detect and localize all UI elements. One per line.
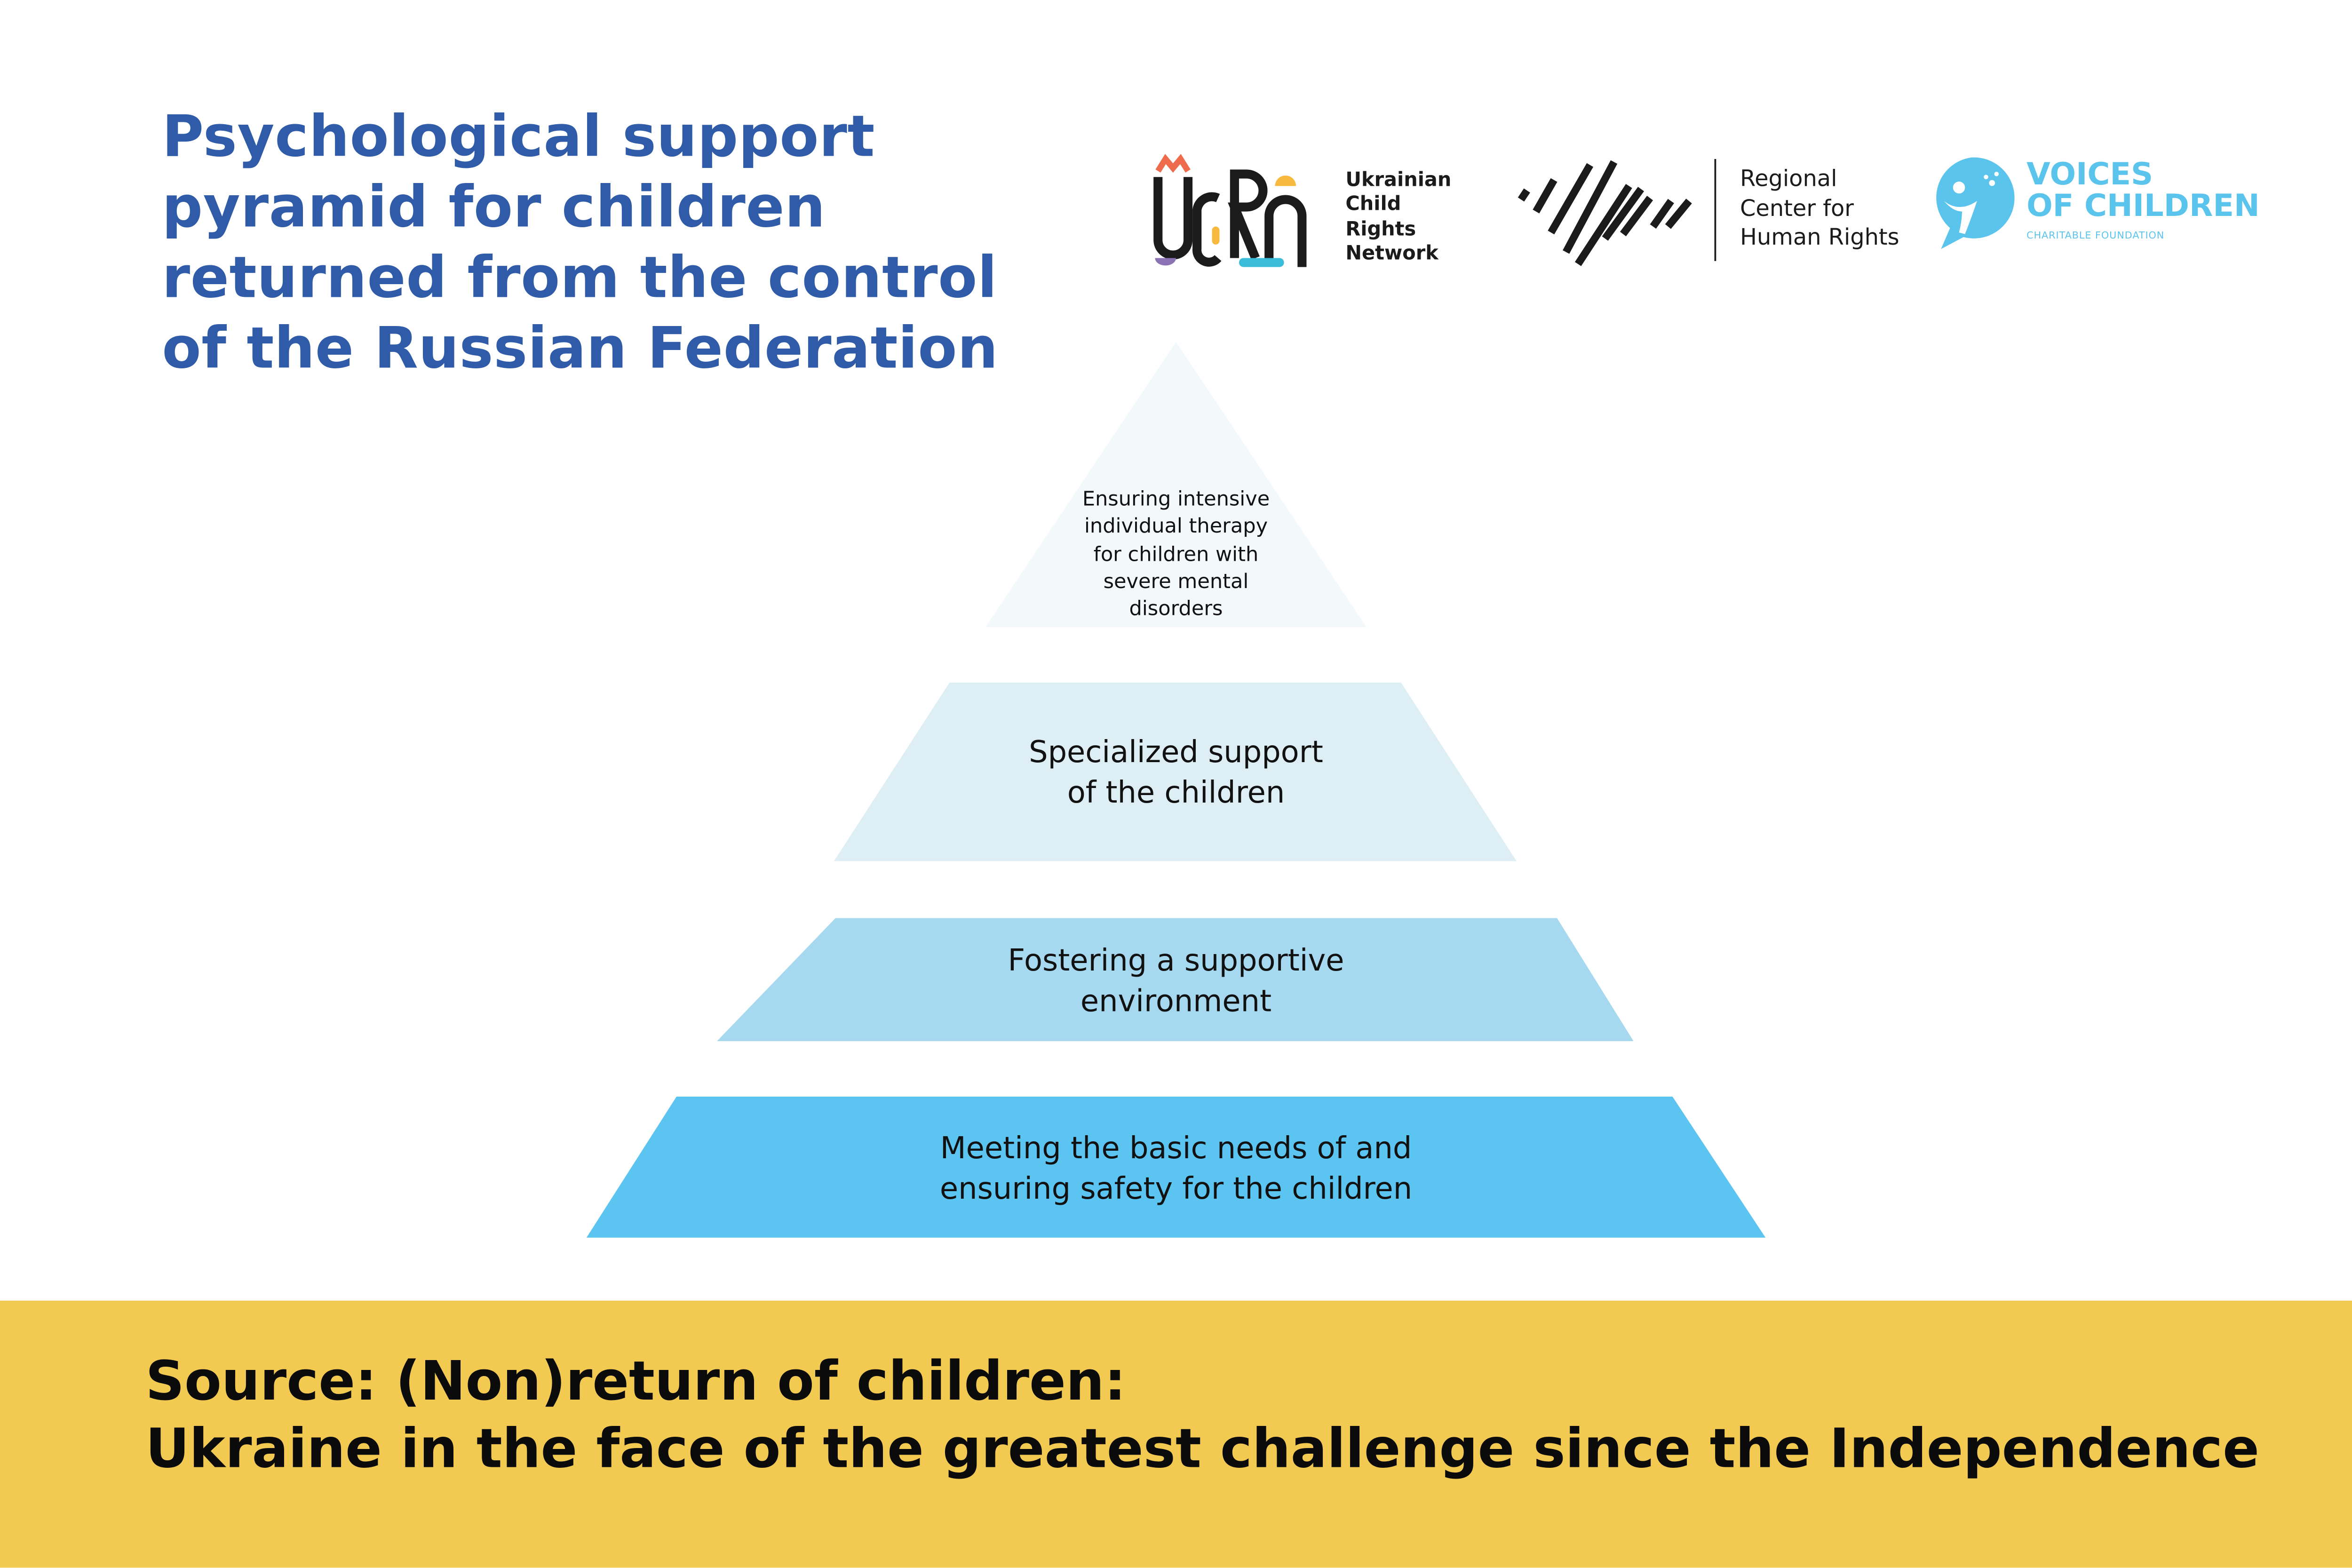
voices-of-children-logo-mark	[1936, 157, 2015, 249]
title-line: Psychological support	[162, 103, 875, 170]
tier-text-line: of the children	[1067, 773, 1285, 810]
tier-text-line: disorders	[1129, 597, 1223, 621]
pyramid	[586, 342, 1766, 1238]
tier-4-label: Meeting the basic needs of and ensuring …	[940, 1128, 1412, 1208]
logo-text-line: OF CHILDREN	[2026, 187, 2260, 224]
source-band	[0, 1300, 2352, 1568]
logo-text-line: Human Rights	[1740, 223, 1899, 251]
title-line: of the Russian Federation	[162, 315, 999, 381]
logo-text-line: Rights	[1345, 218, 1416, 241]
source-line: Source: (Non)return of children:	[145, 1352, 1126, 1413]
rchr-logo-text: Regional Center for Human Rights	[1740, 165, 1899, 253]
voices-logo-text: VOICES OF CHILDREN	[2026, 156, 2260, 224]
pyramid-tier-3	[717, 918, 1634, 1042]
tier-3-label: Fostering a supportive environment	[1008, 940, 1344, 1020]
title-line: returned from the control	[162, 244, 998, 311]
source-line: Ukraine in the face of the greatest chal…	[145, 1419, 2259, 1481]
tier-text-line: ensuring safety for the children	[939, 1169, 1413, 1206]
page-title: Psychological support pyramid for childr…	[162, 102, 1062, 384]
tier-text-line: environment	[1080, 982, 1272, 1018]
logo-text-line: VOICES	[2026, 156, 2153, 192]
logo-text-line: Regional	[1740, 165, 1837, 192]
logo-text-line: Ukrainian	[1345, 169, 1452, 192]
tier-text-line: Fostering a supportive	[1008, 942, 1344, 979]
pyramid-tier-1	[985, 342, 1367, 627]
tier-1-label: Ensuring intensive individual therapy fo…	[1082, 486, 1270, 623]
tier-text-line: Ensuring intensive	[1082, 487, 1270, 512]
ucrn-logo-text: Ukrainian Child Rights Network	[1345, 169, 1451, 267]
title-line: pyramid for children	[162, 174, 826, 240]
tier-text-line: Specialized support	[1029, 733, 1323, 770]
logo-text-line: Center for	[1740, 194, 1854, 222]
pyramid-tier-2	[834, 682, 1517, 861]
tier-2-label: Specialized support of the children	[1029, 732, 1323, 812]
voices-logo-subtitle: CHARITABLE FOUNDATION	[2026, 229, 2165, 242]
tier-text-line: Meeting the basic needs of and	[940, 1130, 1412, 1166]
pyramid-tier-4	[586, 1097, 1766, 1238]
ucrn-logo-mark	[1153, 154, 1307, 267]
logo-text-line: Network	[1345, 243, 1438, 266]
logo-text-line: Child	[1345, 194, 1401, 217]
tier-text-line: severe mental	[1103, 570, 1249, 594]
rchr-logo-mark	[1518, 160, 1692, 266]
tier-text-line: for children with	[1093, 542, 1259, 567]
tier-text-line: individual therapy	[1084, 515, 1268, 539]
source-citation: Source: (Non)return of children: Ukraine…	[145, 1349, 2259, 1484]
